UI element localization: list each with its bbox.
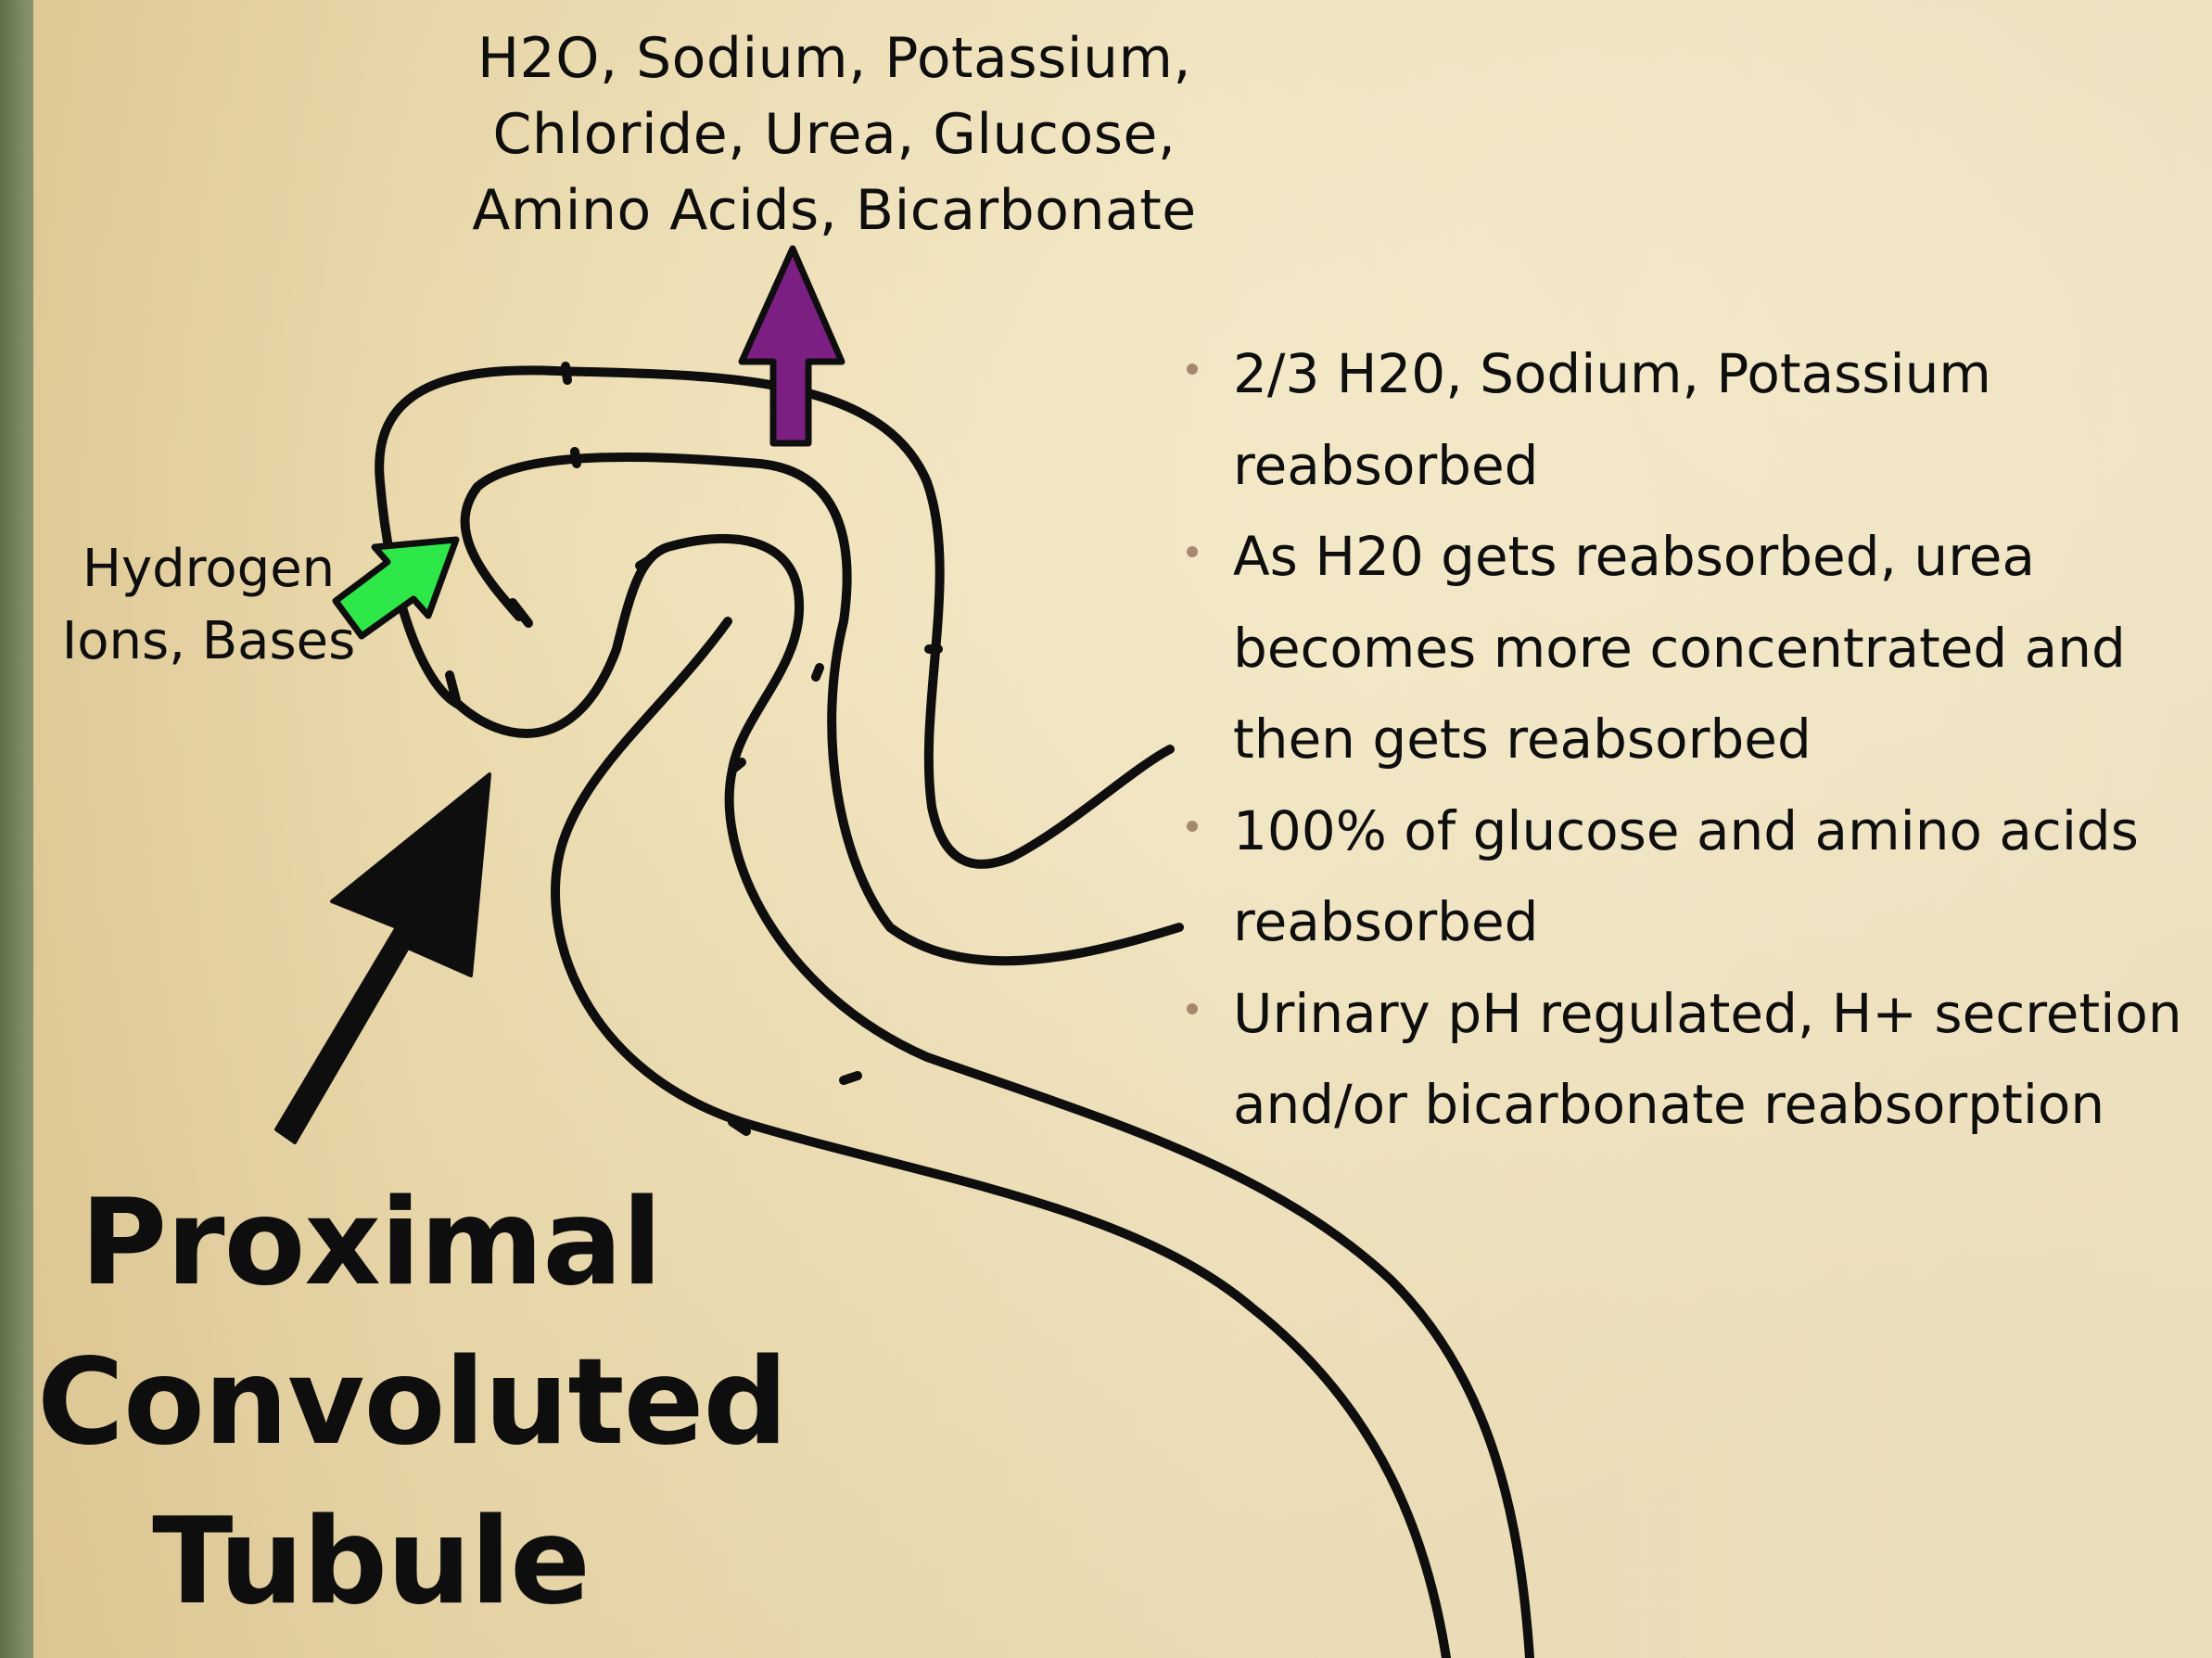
title-line: Convoluted [37, 1333, 788, 1472]
wall-tick [728, 758, 746, 774]
wall-tick [508, 598, 533, 628]
diagram-title: Proximal Convoluted Tubule [37, 1164, 788, 1642]
background-left-strip [0, 0, 37, 1658]
bullet-dot-icon [1187, 546, 1198, 557]
wall-tick [635, 555, 654, 570]
green-arrow [332, 536, 460, 640]
wall-tick [728, 1117, 751, 1136]
tubule-inner-wall [460, 452, 1184, 966]
bullet-item: As H20 gets reabsorbed, urea becomes mor… [1170, 511, 2199, 785]
tubule-inner-loop-upper [454, 533, 1534, 1658]
bullet-list: 2/3 H20, Sodium, Potassium reabsorbed As… [1170, 328, 2199, 1151]
bullet-dot-icon [1187, 1002, 1198, 1014]
label-line: Hydrogen [82, 539, 336, 599]
tubule-inner-loop-lower [551, 617, 1451, 1658]
bullet-line: As H20 gets reabsorbed, urea [1233, 525, 2035, 588]
wall-tick [811, 663, 824, 682]
bullet-dot-icon [1187, 363, 1198, 375]
wall-tick [561, 362, 572, 385]
wall-tick [445, 670, 461, 705]
bullet-dot-icon [1187, 820, 1198, 832]
black-arrow [274, 772, 491, 1144]
wall-tick [839, 1071, 862, 1085]
bullet-line: 100% of glucose and amino acids [1233, 798, 2139, 862]
label-line: Chloride, Urea, Glucose, [492, 102, 1176, 167]
bullet-line: then gets reabsorbed [1233, 708, 1812, 771]
bullet-line: and/or bicarbonate reabsorption [1233, 1073, 2105, 1136]
label-line: Ions, Bases [61, 611, 356, 671]
secreted-substances-label: Hydrogen Ions, Bases [28, 533, 389, 678]
bullet-line: 2/3 H20, Sodium, Potassium [1233, 342, 1991, 405]
bullet-line: Urinary pH regulated, H+ secretion [1233, 981, 2182, 1045]
title-line: Tubule [152, 1493, 591, 1631]
bullet-line: becomes more concentrated and [1233, 616, 2126, 680]
bullet-item: 100% of glucose and amino acids reabsorb… [1170, 785, 2199, 968]
wall-tick [570, 447, 581, 468]
bullet-item: 2/3 H20, Sodium, Potassium reabsorbed [1170, 328, 2199, 511]
label-line: Amino Acids, Bicarbonate [472, 178, 1197, 243]
paper-background [33, 0, 2212, 1658]
bullet-item: Urinary pH regulated, H+ secretion and/o… [1170, 968, 2199, 1151]
title-line: Proximal [80, 1174, 663, 1312]
purple-arrow-up [738, 245, 845, 447]
label-line: H2O, Sodium, Potassium, [477, 26, 1192, 91]
reabsorbed-substances-label: H2O, Sodium, Potassium, Chloride, Urea, … [426, 20, 1242, 249]
bullet-line: reabsorbed [1233, 433, 1539, 497]
tubule-outer-wall [375, 365, 1175, 869]
bullet-line: reabsorbed [1233, 890, 1539, 953]
